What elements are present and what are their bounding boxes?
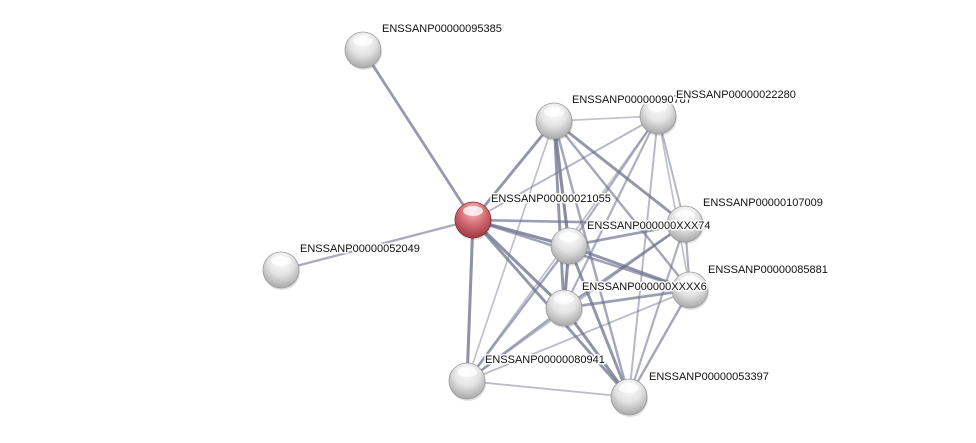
node-label-halo: ENSSANP00000052049 bbox=[300, 243, 420, 255]
node-label-n22280: ENSSANP00000022280 bbox=[676, 89, 796, 101]
edge-n52049-n21055 bbox=[279, 218, 475, 272]
node-label-halo: ENSSANP00000085881 bbox=[708, 264, 828, 276]
node-label-n107009: ENSSANP00000107009 bbox=[703, 197, 823, 209]
edge-n22280-nXX74 bbox=[567, 114, 660, 248]
node-label-n21055: ENSSANP00000021055 bbox=[491, 193, 611, 205]
edge-n21055-n80941 bbox=[465, 218, 475, 383]
edge-n107009-nXX6 bbox=[562, 222, 687, 310]
edge-n95385-n21055 bbox=[361, 48, 475, 222]
edge-n22280-n53397 bbox=[628, 115, 659, 398]
node-label-halo: ENSSANP00000080941 bbox=[485, 354, 605, 366]
node-label-halo: ENSSANP00000022280 bbox=[676, 89, 796, 101]
node-label-halo: ENSSANP000000XXXX6 bbox=[582, 281, 707, 293]
edge-n21055-n107009 bbox=[471, 218, 687, 226]
node-n90787[interactable] bbox=[535, 102, 573, 141]
node-n53397[interactable] bbox=[610, 378, 648, 417]
edge-nXX74-n107009 bbox=[567, 222, 687, 248]
edge-n85881-n53397 bbox=[627, 288, 692, 399]
node-label-nXX6: ENSSANP000000XXXX6 bbox=[582, 281, 707, 293]
edge-n22280-n107009 bbox=[657, 115, 686, 225]
edge-n21055-n90787 bbox=[471, 119, 556, 222]
node-label-halo: ENSSANP00000053397 bbox=[649, 371, 769, 383]
node-n95385[interactable] bbox=[344, 31, 382, 70]
node-label-n53397: ENSSANP00000053397 bbox=[649, 371, 769, 383]
node-n107009[interactable] bbox=[666, 205, 704, 244]
node-label-n90787: ENSSANP00000090787 bbox=[572, 94, 692, 106]
edge-n21055-nXX6 bbox=[471, 218, 566, 310]
node-label-n85881: ENSSANP00000085881 bbox=[708, 264, 828, 276]
edge-n80941-n53397 bbox=[466, 380, 630, 398]
edge-n107009-n53397 bbox=[627, 222, 687, 399]
node-nXX6[interactable] bbox=[545, 289, 583, 328]
node-n85881[interactable] bbox=[671, 271, 709, 310]
edge-n85881-n80941 bbox=[466, 289, 691, 382]
edge-n90787-n80941 bbox=[466, 120, 555, 382]
node-label-halo: ENSSANP00000095385 bbox=[382, 23, 502, 35]
node-label-halo: ENSSANP00000107009 bbox=[703, 197, 823, 209]
node-label-halo: ENSSANP000000XXX74 bbox=[587, 220, 711, 232]
edge-nXX74-n85881 bbox=[567, 244, 692, 292]
node-label-n52049: ENSSANP00000052049 bbox=[300, 243, 420, 255]
edge-nXX6-n85881 bbox=[562, 288, 692, 310]
edge-nXX74-n80941 bbox=[465, 244, 571, 383]
edge-n90787-nXX6 bbox=[552, 119, 566, 310]
edge-n90787-n85881 bbox=[552, 119, 692, 292]
edge-n90787-n53397 bbox=[552, 119, 631, 399]
node-label-halo: ENSSANP00000090787 bbox=[572, 94, 692, 106]
node-n21055[interactable] bbox=[454, 201, 492, 240]
edge-nXX74-n53397 bbox=[567, 244, 631, 399]
node-n52049[interactable] bbox=[262, 251, 300, 290]
edges bbox=[279, 48, 692, 399]
node-label-n80941: ENSSANP00000080941 bbox=[485, 354, 605, 366]
node-nXX74[interactable] bbox=[550, 227, 588, 266]
node-label-n95385: ENSSANP00000095385 bbox=[382, 23, 502, 35]
nodes bbox=[262, 31, 709, 417]
node-n22280[interactable] bbox=[639, 97, 677, 136]
node-label-halo: ENSSANP00000021055 bbox=[491, 193, 611, 205]
node-labels: ENSSANP00000095385ENSSANP00000095385ENSS… bbox=[299, 22, 830, 385]
node-label-nXX74: ENSSANP000000XXX74 bbox=[587, 220, 711, 232]
edge-nXX6-n80941 bbox=[465, 306, 566, 383]
edge-n22280-n85881 bbox=[657, 115, 691, 291]
edge-n21055-n22280 bbox=[472, 115, 659, 221]
node-n80941[interactable] bbox=[448, 362, 486, 401]
